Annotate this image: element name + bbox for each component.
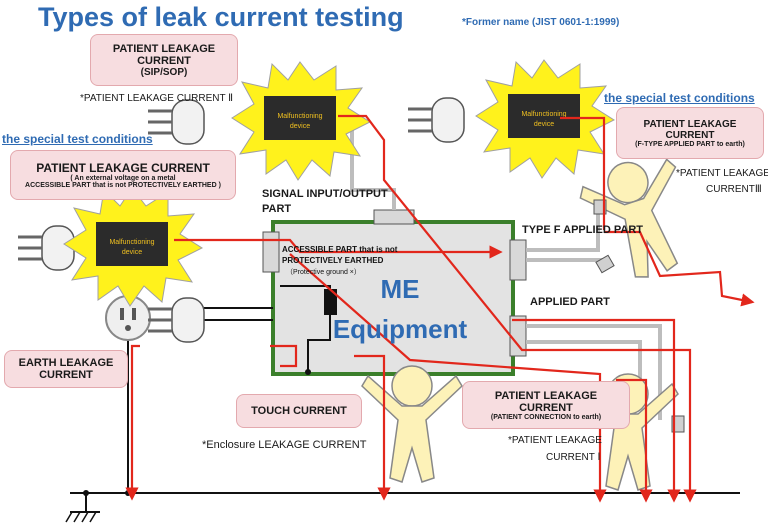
box-line: ACCESSIBLE PART that is not PROTECTIVELY…	[25, 182, 221, 189]
special-conditions-label-top: the special test conditions	[604, 91, 755, 105]
patient-leakage-1-note-l2: CURRENT Ⅰ	[546, 452, 601, 463]
patient-leakage-connection-box: PATIENT LEAKAGE CURRENT (PATIENT CONNECT…	[462, 381, 630, 429]
malfunction-label: device	[122, 249, 142, 256]
plug-icon	[146, 296, 206, 344]
malfunction-label: Malfunctioning	[277, 113, 322, 120]
patient-leakage-2-note: *PATIENT LEAKAGE CURRENT Ⅱ	[80, 93, 234, 104]
patient-leakage-sip-box: PATIENT LEAKAGE CURRENT (SIP/SOP)	[90, 34, 238, 86]
type-f-applied-part-label: TYPE F APPLIED PART	[522, 224, 644, 236]
malfunction-device-left: Malfunctioning device	[63, 187, 203, 307]
plug-icon	[406, 96, 466, 144]
box-line: (PATIENT CONNECTION to earth)	[490, 413, 602, 421]
box-line: (SIP/SOP)	[140, 66, 188, 78]
malfunction-label: device	[290, 123, 310, 130]
accessible-part-label-l3: （Protective ground ×）	[286, 269, 361, 276]
signal-io-connector	[373, 209, 415, 225]
malfunction-label: device	[534, 121, 554, 128]
former-name-note: *Former name (JIST 0601-1:1999)	[462, 17, 620, 28]
electrode-clip	[595, 254, 615, 274]
me-equipment-enclosure	[271, 220, 515, 376]
grey-wires	[350, 124, 662, 420]
box-line: EARTH LEAKAGE	[18, 357, 114, 369]
junction-dot	[305, 369, 311, 375]
earth-symbol	[65, 493, 100, 523]
touch-current-box: TOUCH CURRENT	[236, 394, 362, 428]
patient-leakage-ftype-box: PATIENT LEAKAGE CURRENT (F-TYPE APPLIED …	[616, 107, 764, 159]
malfunction-device-top: Malfunctioning device	[231, 61, 371, 181]
box-line: (F-TYPE APPLIED PART to earth)	[635, 140, 745, 148]
enclosure-leakage-note: *Enclosure LEAKAGE CURRENT	[202, 439, 367, 451]
ground-junction-dot	[83, 490, 89, 496]
box-line: TOUCH CURRENT	[251, 405, 347, 417]
plug-icon	[146, 98, 206, 146]
malfunction-label: Malfunctioning	[109, 239, 154, 246]
applied-part-label: APPLIED PART	[530, 296, 610, 308]
accessible-part-label-l1: ACCESSIBLE PART that is not	[282, 245, 398, 254]
patient-leakage-1-note-l1: *PATIENT LEAKAGE	[508, 435, 602, 446]
patient-leakage-3-note-l1: *PATIENT LEAKAGE	[676, 168, 768, 179]
page-title: Types of leak current testing	[38, 2, 404, 32]
box-line: PATIENT LEAKAGE CURRENT	[36, 161, 210, 175]
box-line: PATIENT LEAKAGE	[494, 389, 598, 402]
earth-junction-dot	[125, 490, 131, 496]
signal-io-label-l1: SIGNAL INPUT/OUTPUT	[262, 188, 388, 200]
malfunction-device-right: Malfunctioning device	[475, 59, 615, 179]
wall-outlet	[105, 295, 151, 341]
box-line: PATIENT LEAKAGE	[112, 42, 216, 55]
me-label: ME	[380, 274, 420, 304]
signal-io-label-l2: PART	[262, 203, 292, 215]
special-conditions-label-left: the special test conditions	[2, 132, 153, 146]
patient-figure-bottom-left	[361, 365, 463, 483]
box-line: CURRENT	[519, 401, 573, 414]
box-line: CURRENT	[39, 369, 93, 381]
patient-leakage-3-note-l2: CURRENTⅢ	[706, 184, 762, 195]
malfunction-label: Malfunctioning	[521, 111, 566, 118]
box-line: ( An external voltage on a metal	[70, 175, 176, 182]
equipment-label: Equipment	[332, 314, 468, 344]
type-f-connector	[509, 239, 527, 281]
patient-current-paths	[604, 230, 755, 307]
plug-icon	[16, 224, 76, 272]
leakage-current-paths	[125, 114, 697, 503]
left-port-connector	[262, 231, 280, 273]
patient-leakage-metal-box: PATIENT LEAKAGE CURRENT ( An external vo…	[10, 150, 236, 200]
accessible-part-label-l2: PROTECTIVELY EARTHED	[282, 256, 384, 265]
box-line: CURRENT	[665, 129, 715, 141]
box-line: PATIENT LEAKAGE	[643, 118, 737, 130]
earth-leakage-box: EARTH LEAKAGE CURRENT	[4, 350, 128, 388]
box-line: CURRENT	[137, 54, 191, 67]
